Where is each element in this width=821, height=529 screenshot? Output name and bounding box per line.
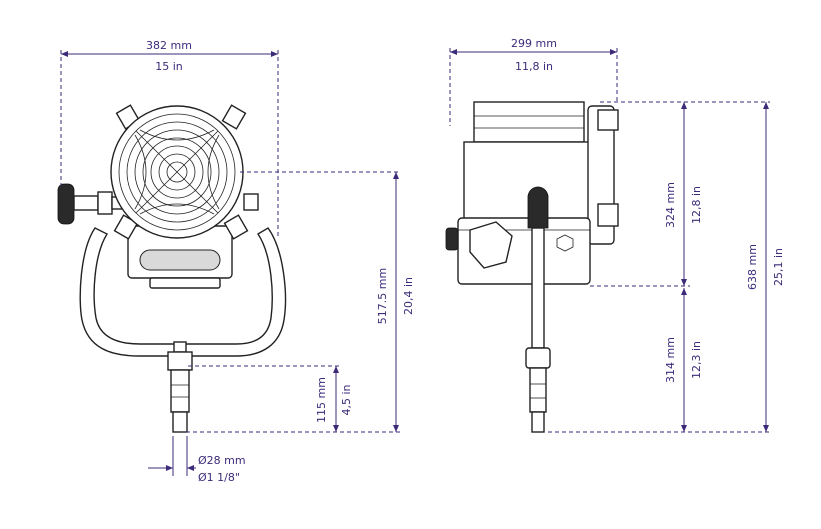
side-yoke-height-mm-label: 314 mm	[664, 337, 677, 383]
side-spigot	[529, 367, 547, 433]
side-total-height-in-label: 25,1 in	[772, 248, 785, 286]
side-yoke-arm	[525, 186, 551, 369]
spigot-height-in-label: 4,5 in	[340, 384, 353, 415]
front-view	[57, 104, 287, 433]
front-width-dimension: 382 mm 15 in	[60, 39, 279, 236]
side-depth-mm-label: 299 mm	[511, 37, 557, 50]
spigot-height-mm-label: 115 mm	[315, 377, 328, 423]
side-head-height-dimension: 324 mm 12,8 in	[590, 102, 703, 287]
spigot-height-dimension: 115 mm 4,5 in	[188, 365, 353, 432]
spigot-diameter-in-label: Ø1 1/8"	[198, 471, 240, 484]
front-width-mm-label: 382 mm	[146, 39, 192, 52]
side-total-height-dimension: 638 mm 25,1 in	[548, 101, 785, 433]
side-view	[445, 101, 619, 433]
spigot-diameter-mm-label: Ø28 mm	[198, 454, 246, 467]
side-yoke-height-in-label: 12,3 in	[690, 341, 703, 379]
side-head-top	[473, 101, 585, 143]
side-head-height-in-label: 12,8 in	[690, 186, 703, 224]
front-fresnel-rings	[126, 121, 228, 223]
front-lens-grille	[134, 129, 220, 215]
side-tilt-knob	[445, 221, 513, 269]
spigot-diameter-dimension: Ø28 mm Ø1 1/8"	[148, 436, 246, 484]
front-spigot	[167, 341, 193, 433]
side-depth-dimension: 299 mm 11,8 in	[449, 37, 618, 126]
front-bolt-right	[243, 193, 259, 211]
side-head-height-mm-label: 324 mm	[664, 182, 677, 228]
side-depth-in-label: 11,8 in	[515, 60, 553, 73]
front-height-in-label: 20,4 in	[402, 277, 415, 315]
front-height-mm-label: 517.5 mm	[376, 268, 389, 324]
front-tilt-knob	[57, 183, 123, 225]
side-total-height-mm-label: 638 mm	[746, 244, 759, 290]
front-yoke	[79, 227, 287, 357]
front-width-in-label: 15 in	[155, 60, 183, 73]
side-yoke-height-dimension: 314 mm 12,3 in	[664, 288, 703, 432]
front-height-dimension: 517.5 mm 20,4 in	[186, 171, 415, 433]
